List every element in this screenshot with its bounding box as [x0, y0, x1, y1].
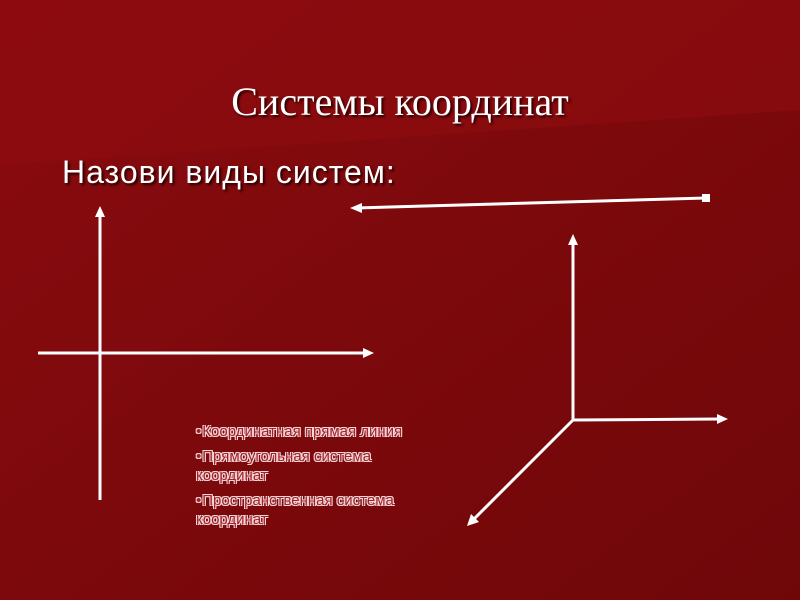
answer-item: Координатная прямая линия: [196, 422, 426, 441]
answer-item: Прямоугольная система координат: [196, 447, 426, 485]
answers-list: Координатная прямая линия Прямоугольная …: [196, 422, 426, 535]
spatial-coordinate-system: [467, 234, 728, 526]
answer-item: Пространственная система координат: [196, 491, 426, 529]
slide-subtitle: Назови виды систем:: [62, 154, 396, 190]
slide-title: Системы координат: [231, 79, 569, 124]
rectangular-coordinate-system: [38, 206, 374, 500]
x-axis-3d: [471, 418, 575, 522]
number-line: [350, 194, 710, 213]
y-axis-3d: [572, 417, 721, 422]
